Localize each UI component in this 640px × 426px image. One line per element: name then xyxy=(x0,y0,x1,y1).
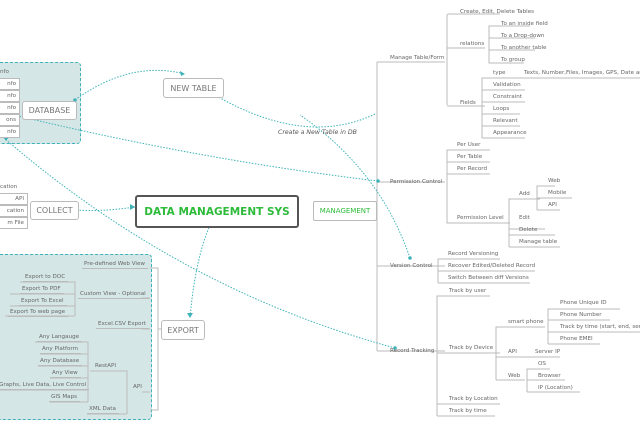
record-tracking: Record Tracking xyxy=(390,348,435,354)
collect-item[interactable]: API xyxy=(0,193,28,205)
field-item: Relevant xyxy=(493,118,518,124)
add-item: Mobile xyxy=(548,190,567,196)
manage-table-form: Manage Table/Form xyxy=(390,55,445,61)
create-edit-delete-tables: Create, Edit, Delete Tables xyxy=(460,9,535,15)
version-item: Recover Edited/Deleted Record xyxy=(448,263,536,269)
collect-node[interactable]: COLLECT xyxy=(30,201,79,220)
new-table-node[interactable]: NEW TABLE xyxy=(163,78,224,98)
field-item: Loops xyxy=(493,106,510,112)
export-restapi: RestAPI xyxy=(95,363,117,369)
management-node[interactable]: MANAGEMENT xyxy=(313,201,377,221)
export-item: Export To PDF xyxy=(20,285,64,294)
database-item[interactable]: nfo xyxy=(0,126,20,138)
database-item[interactable]: nfo xyxy=(0,102,20,114)
smart-phone: smart phone xyxy=(508,319,544,325)
restapi-item: Graphs, Live Data, Live Control xyxy=(0,381,90,390)
device-web: Web xyxy=(508,373,521,379)
permission-manage-table: Manage table xyxy=(519,239,558,245)
export-item: Export to DOC xyxy=(23,273,69,282)
web-item: Browser xyxy=(538,373,561,379)
permission-level: Permission Level xyxy=(457,215,504,221)
database-item[interactable]: ons xyxy=(0,114,20,126)
permission-control: Permission Control xyxy=(390,179,443,185)
smartphone-item: Track by time (start, end, send, xyxy=(560,324,640,330)
database-node[interactable]: DATABASE xyxy=(22,101,77,120)
new-table-annotation: Create a New Table in DB xyxy=(278,129,357,136)
smartphone-item: Phone Unique ID xyxy=(560,300,607,306)
smartphone-item: Phone Number xyxy=(560,312,602,318)
fields: Fields xyxy=(460,100,476,106)
database-item[interactable]: nfo xyxy=(0,90,20,102)
export-item: Export To Excel xyxy=(19,297,67,306)
export-node[interactable]: EXPORT xyxy=(161,320,205,340)
permission-edit: Edit xyxy=(519,215,530,221)
web-item: IP (Location) xyxy=(538,385,573,391)
database-item: nfo xyxy=(0,69,9,75)
relation-item: To an inside field xyxy=(501,21,548,27)
collect-item[interactable]: cation xyxy=(0,205,28,217)
version-item: Record Versioning xyxy=(448,251,499,257)
central-topic[interactable]: DATA MANAGEMENT SYS xyxy=(135,195,299,228)
relation-item: To a Drop-down xyxy=(501,33,545,39)
export-excel-csv: Excel.CSV Export xyxy=(96,320,149,329)
device-api: API xyxy=(508,349,517,355)
add-item: API xyxy=(548,202,557,208)
version-control: Version Control xyxy=(390,263,433,269)
field-item: Validation xyxy=(493,82,521,88)
restapi-item: Any View xyxy=(50,369,81,378)
relation-item: To another table xyxy=(501,45,547,51)
smartphone-item: Phone EMEI xyxy=(560,336,593,342)
restapi-item: Any Platform xyxy=(40,345,82,354)
permission-delete: Delete xyxy=(519,227,538,233)
track-by-device: Track by Device xyxy=(449,345,494,351)
field-item: Constraint xyxy=(493,94,523,100)
track-by-time: Track by time xyxy=(449,408,487,414)
permission-add: Add xyxy=(519,191,530,197)
export-api: API xyxy=(133,384,142,390)
permission-item: Per User xyxy=(457,142,481,148)
export-xml-data: XML Data xyxy=(87,405,119,414)
web-item: OS xyxy=(538,361,546,367)
collect-item[interactable]: m File xyxy=(0,217,28,229)
add-item: Web xyxy=(548,178,561,184)
export-item: Export To web page xyxy=(8,308,69,317)
restapi-item: Any Database xyxy=(38,357,83,366)
relations: relations xyxy=(460,41,485,47)
permission-item: Per Table xyxy=(457,154,483,160)
restapi-item: GIS Maps xyxy=(49,393,81,402)
relation-item: To group xyxy=(501,57,525,63)
track-by-location: Track by Location xyxy=(449,396,498,402)
database-item[interactable]: nfo xyxy=(0,78,20,90)
restapi-item: Any Langauge xyxy=(37,333,83,342)
server-ip: Server IP xyxy=(535,349,561,355)
track-by-user: Track by user xyxy=(449,288,487,294)
field-type-value: Texts, Number,Files, Images, GPS, Date a… xyxy=(524,70,640,76)
permission-item: Per Record xyxy=(457,166,488,172)
export-custom-view: Custom View - Optional xyxy=(78,290,149,299)
field-item: Appearance xyxy=(493,130,527,136)
version-item: Switch Between diff Versions xyxy=(448,275,529,281)
collect-item: cation xyxy=(0,184,18,190)
field-type: type xyxy=(493,70,506,76)
export-predefined-web-view: Pre-defined Web View xyxy=(82,260,148,269)
